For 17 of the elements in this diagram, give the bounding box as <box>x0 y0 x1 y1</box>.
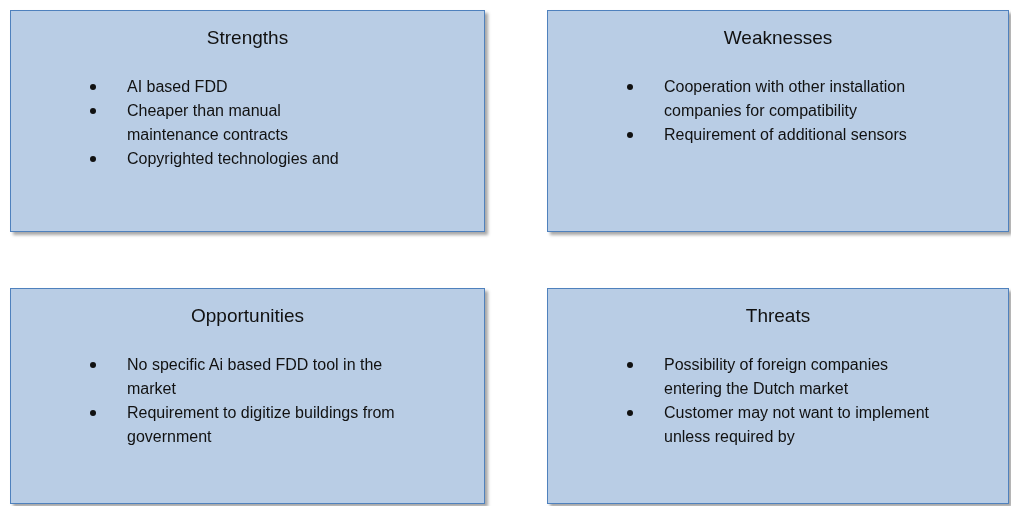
bullet-item: Possibility of foreign companies entering the Dutch market <box>548 353 944 401</box>
bullet-item: Copyrighted technologies and <box>11 147 367 171</box>
bullet-item: Cheaper than manual maintenance contracts <box>11 99 367 147</box>
bullet-item: Requirement to digitize buildings from government <box>11 401 427 449</box>
bullet-item: Cooperation with other installation companies for compatibility <box>548 75 964 123</box>
box-heading: Weaknesses <box>723 27 833 49</box>
swot-box <box>10 10 485 232</box>
bullet-item: Customer may not want to implement unless required by <box>548 401 944 449</box>
swot-box <box>547 10 1009 232</box>
bullet-item: No specific Ai based FDD tool in the market <box>11 353 427 401</box>
box-heading: Opportunities <box>191 305 304 327</box>
swot-box <box>10 288 485 504</box>
swot-box <box>547 288 1009 504</box>
box-heading: Threats <box>745 305 811 327</box>
bullet-item: Requirement of additional sensors <box>548 123 964 147</box>
box-heading: Strengths <box>206 27 289 49</box>
bullet-item: AI based FDD <box>11 75 367 99</box>
